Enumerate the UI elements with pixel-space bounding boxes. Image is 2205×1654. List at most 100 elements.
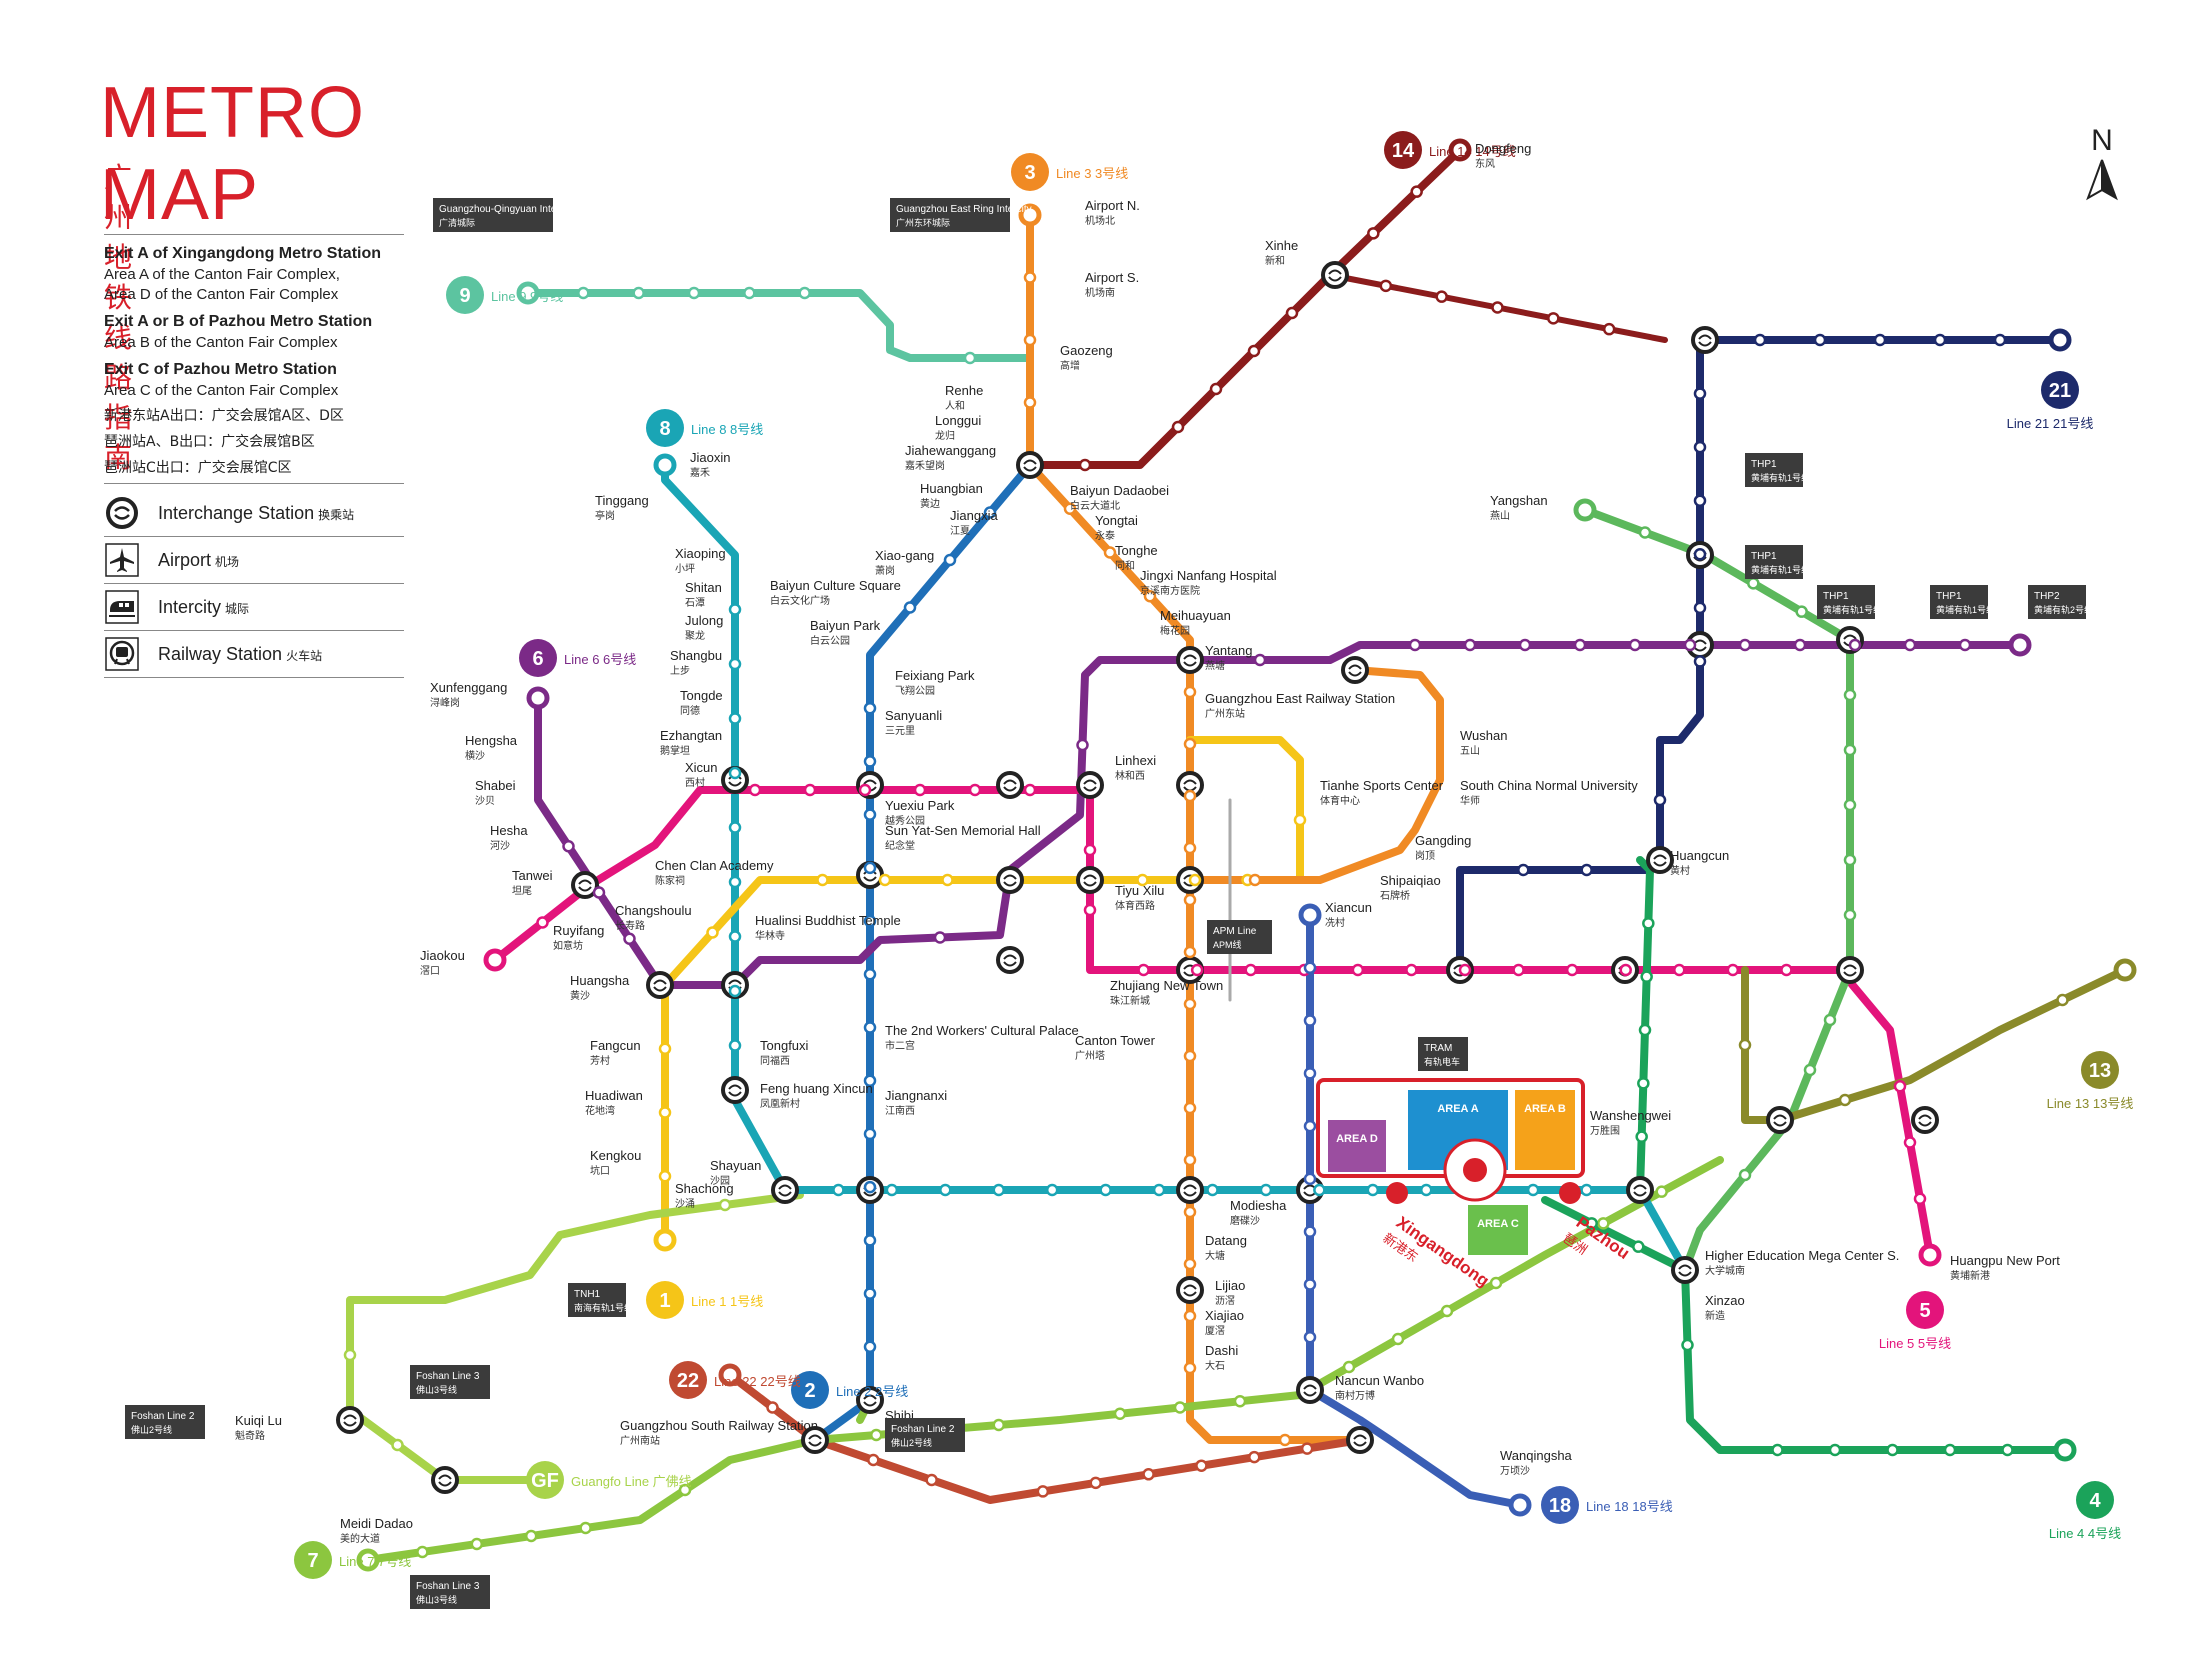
interchange-station-marker[interactable] [1321,261,1349,289]
interchange-station-marker[interactable] [1176,956,1204,984]
interchange-station-marker[interactable] [1671,1256,1699,1284]
station-marker[interactable] [1206,1183,1219,1197]
station-marker[interactable] [1653,793,1667,807]
terminal-station-marker[interactable] [1573,498,1597,522]
station-marker[interactable] [1771,1443,1784,1457]
interchange-station-marker[interactable] [856,861,884,889]
station-marker[interactable] [1247,344,1261,358]
station-marker[interactable] [1585,1217,1598,1230]
station-marker[interactable] [1183,1153,1197,1167]
station-marker[interactable] [863,968,877,981]
station-marker[interactable] [1099,1183,1112,1197]
station-marker[interactable] [1183,1309,1197,1323]
station-marker[interactable] [1793,638,1807,652]
station-marker[interactable] [658,1042,672,1055]
station-marker[interactable] [1640,970,1653,983]
station-marker[interactable] [1597,1217,1610,1230]
interchange-station-marker[interactable] [1346,1426,1374,1454]
terminal-station-marker[interactable] [483,948,507,972]
station-marker[interactable] [943,553,957,567]
station-marker[interactable] [1183,737,1197,751]
interchange-station-marker[interactable] [721,1076,749,1104]
interchange-station-marker[interactable] [1766,1106,1794,1134]
interchange-station-marker[interactable] [1076,866,1104,894]
station-marker[interactable] [1440,1304,1454,1318]
interchange-station-marker[interactable] [1836,956,1864,984]
terminal-station-marker[interactable] [2008,633,2032,657]
station-marker[interactable] [1693,440,1707,454]
station-marker[interactable] [1143,590,1157,603]
station-marker[interactable] [1183,1361,1197,1375]
terminal-station-marker[interactable] [2053,1438,2077,1462]
station-marker[interactable] [1848,638,1862,652]
station-marker[interactable] [1089,1476,1102,1490]
station-marker[interactable] [1405,963,1418,977]
station-marker[interactable] [1893,1080,1907,1093]
terminal-station-marker[interactable] [356,1548,380,1572]
station-marker[interactable] [536,916,549,929]
interchange-station-marker[interactable] [431,1466,459,1494]
station-marker[interactable] [798,286,811,300]
terminal-station-marker[interactable] [718,1363,742,1387]
station-marker[interactable] [1655,1185,1668,1198]
station-marker[interactable] [1823,1013,1837,1027]
station-marker[interactable] [1351,963,1365,977]
station-marker[interactable] [1638,1023,1652,1037]
station-marker[interactable] [1628,638,1642,652]
interchange-station-marker[interactable] [721,971,749,999]
station-marker[interactable] [1248,873,1262,887]
station-marker[interactable] [870,1428,883,1442]
terminal-station-marker[interactable] [2048,328,2072,352]
station-marker[interactable] [1683,638,1697,652]
station-marker[interactable] [728,821,742,834]
station-marker[interactable] [1303,1014,1317,1027]
station-marker[interactable] [766,1401,779,1414]
station-marker[interactable] [1303,1330,1317,1344]
station-marker[interactable] [1681,1338,1694,1352]
interchange-station-marker[interactable] [856,1176,884,1204]
station-marker[interactable] [1958,638,1972,652]
station-marker[interactable] [1410,185,1423,198]
station-marker[interactable] [1573,638,1587,652]
station-marker[interactable] [925,1473,938,1487]
station-marker[interactable] [728,657,742,671]
station-marker[interactable] [863,808,877,821]
station-marker[interactable] [1303,1067,1317,1080]
station-marker[interactable] [343,1348,357,1362]
station-marker[interactable] [1747,577,1760,590]
station-marker[interactable] [2056,993,2069,1007]
station-marker[interactable] [728,875,742,889]
station-marker[interactable] [1526,1183,1540,1197]
station-marker[interactable] [1063,502,1077,515]
station-marker[interactable] [1993,333,2007,347]
station-marker[interactable] [931,1423,944,1437]
station-marker[interactable] [562,840,575,853]
station-marker[interactable] [1738,1168,1752,1182]
station-marker[interactable] [992,1183,1005,1197]
interchange-station-marker[interactable] [1176,866,1204,894]
station-marker[interactable] [1303,1225,1317,1238]
station-marker[interactable] [1293,813,1307,827]
interchange-station-marker[interactable] [1176,1276,1204,1304]
station-marker[interactable] [1183,789,1197,803]
station-marker[interactable] [1619,963,1632,977]
station-marker[interactable] [1638,526,1652,539]
interchange-station-marker[interactable] [1176,646,1204,674]
station-marker[interactable] [1518,638,1532,652]
station-marker[interactable] [579,1521,592,1535]
terminal-station-marker[interactable] [1018,203,1042,227]
station-marker[interactable] [687,286,701,300]
station-marker[interactable] [1023,271,1037,284]
terminal-station-marker[interactable] [653,1228,677,1252]
station-marker[interactable] [1103,546,1117,559]
interchange-station-marker[interactable] [801,1426,829,1454]
station-marker[interactable] [1244,963,1257,977]
interchange-station-marker[interactable] [1176,1176,1204,1204]
station-marker[interactable] [1209,382,1223,396]
station-marker[interactable] [1045,1183,1059,1197]
station-marker[interactable] [1188,873,1202,887]
station-marker[interactable] [1547,312,1560,325]
station-marker[interactable] [1843,798,1857,812]
station-marker[interactable] [1693,387,1707,400]
interchange-station-marker[interactable] [1296,1376,1324,1404]
